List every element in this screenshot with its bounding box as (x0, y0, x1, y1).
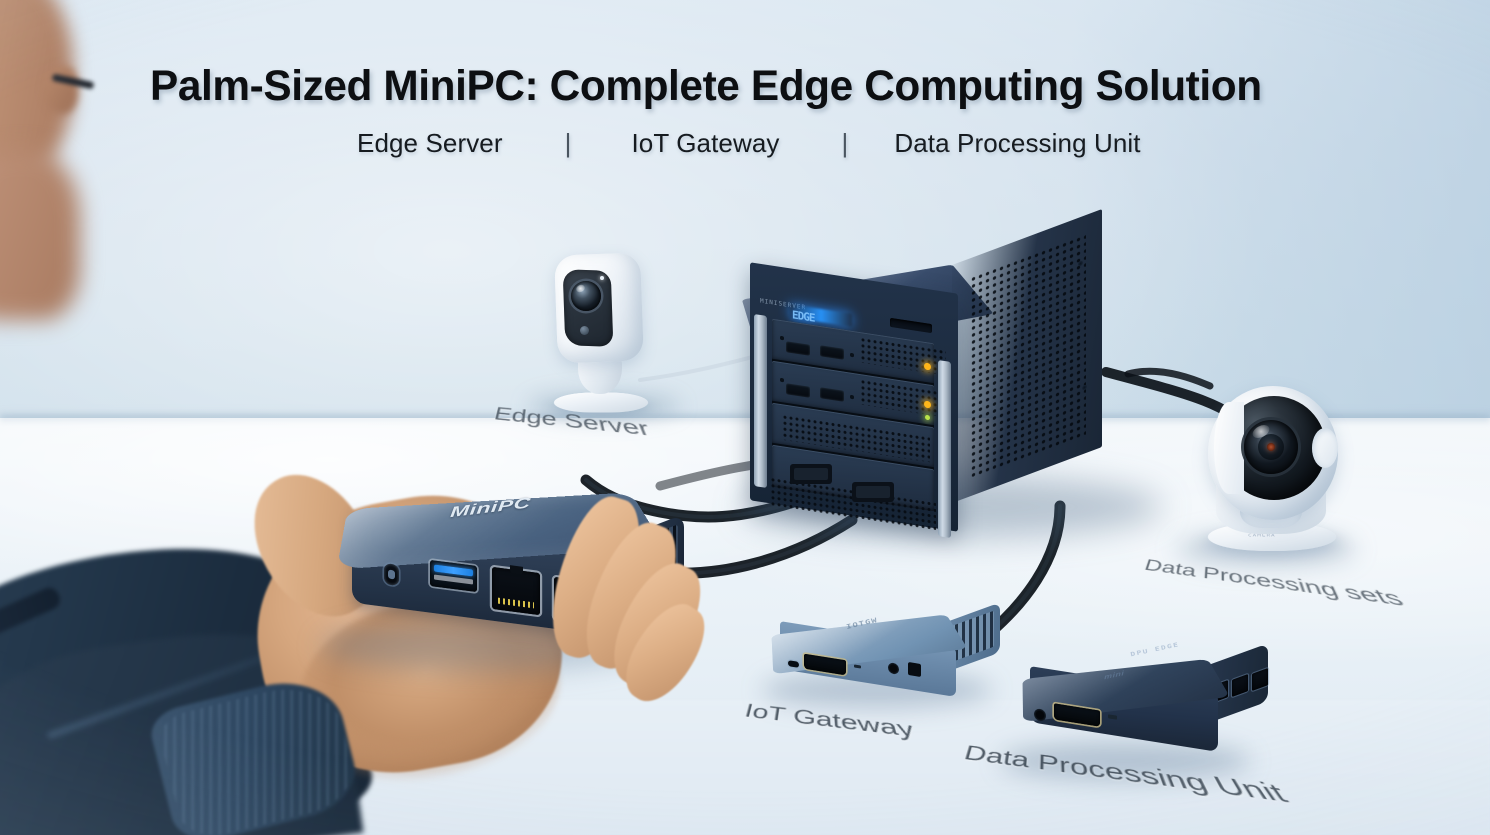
iot-gateway-device[interactable]: IOTGW (766, 583, 1006, 703)
camera-status-led (600, 276, 604, 280)
person-ear (44, 66, 78, 114)
camera-lens-icon (571, 281, 601, 311)
cube-camera-device[interactable] (528, 248, 678, 423)
page-title: Palm-Sized MiniPC: Complete Edge Computi… (150, 62, 1262, 110)
ir-sensor-icon (580, 326, 589, 335)
drive-bay-dot (850, 394, 854, 399)
status-led-amber (924, 400, 931, 409)
edge-server-connectors (790, 464, 894, 502)
drive-bay-dot (850, 352, 854, 357)
rj45-clip (510, 565, 523, 575)
subtitle-row: Edge Server | IoT Gateway | Data Process… (357, 128, 1357, 159)
ir-sensor-icon (1267, 443, 1275, 451)
subtitle-separator-1: | (564, 128, 572, 158)
status-led-green (925, 414, 930, 421)
ptz-camera-base-text: CAMERA (1247, 533, 1276, 538)
subtitle-separator-2: | (841, 128, 849, 158)
edge-server-side-perforation (970, 233, 1086, 481)
person-neck (0, 150, 80, 320)
data-processing-unit-device[interactable]: DPU EDGE mini (1012, 623, 1282, 773)
subtitle-item-dpu: Data Processing Unit (894, 128, 1141, 158)
ptz-camera-ball-bezel (1214, 402, 1244, 494)
status-led-amber (924, 362, 931, 371)
drive-bay-dot (780, 377, 784, 382)
dpu-logo: DPU EDGE (1129, 641, 1180, 658)
drive-bay-dot (780, 335, 784, 340)
usb-c-port-pin (388, 569, 395, 580)
subtitle-item-edge-server: Edge Server (357, 128, 503, 158)
subtitle-item-iot-gateway: IoT Gateway (631, 128, 780, 158)
cube-camera-base (551, 392, 651, 413)
ptz-camera-device[interactable]: CAMERA (1186, 372, 1366, 570)
iot-gateway-aux-port[interactable] (908, 661, 921, 678)
ptz-camera-side-cap (1312, 428, 1338, 468)
